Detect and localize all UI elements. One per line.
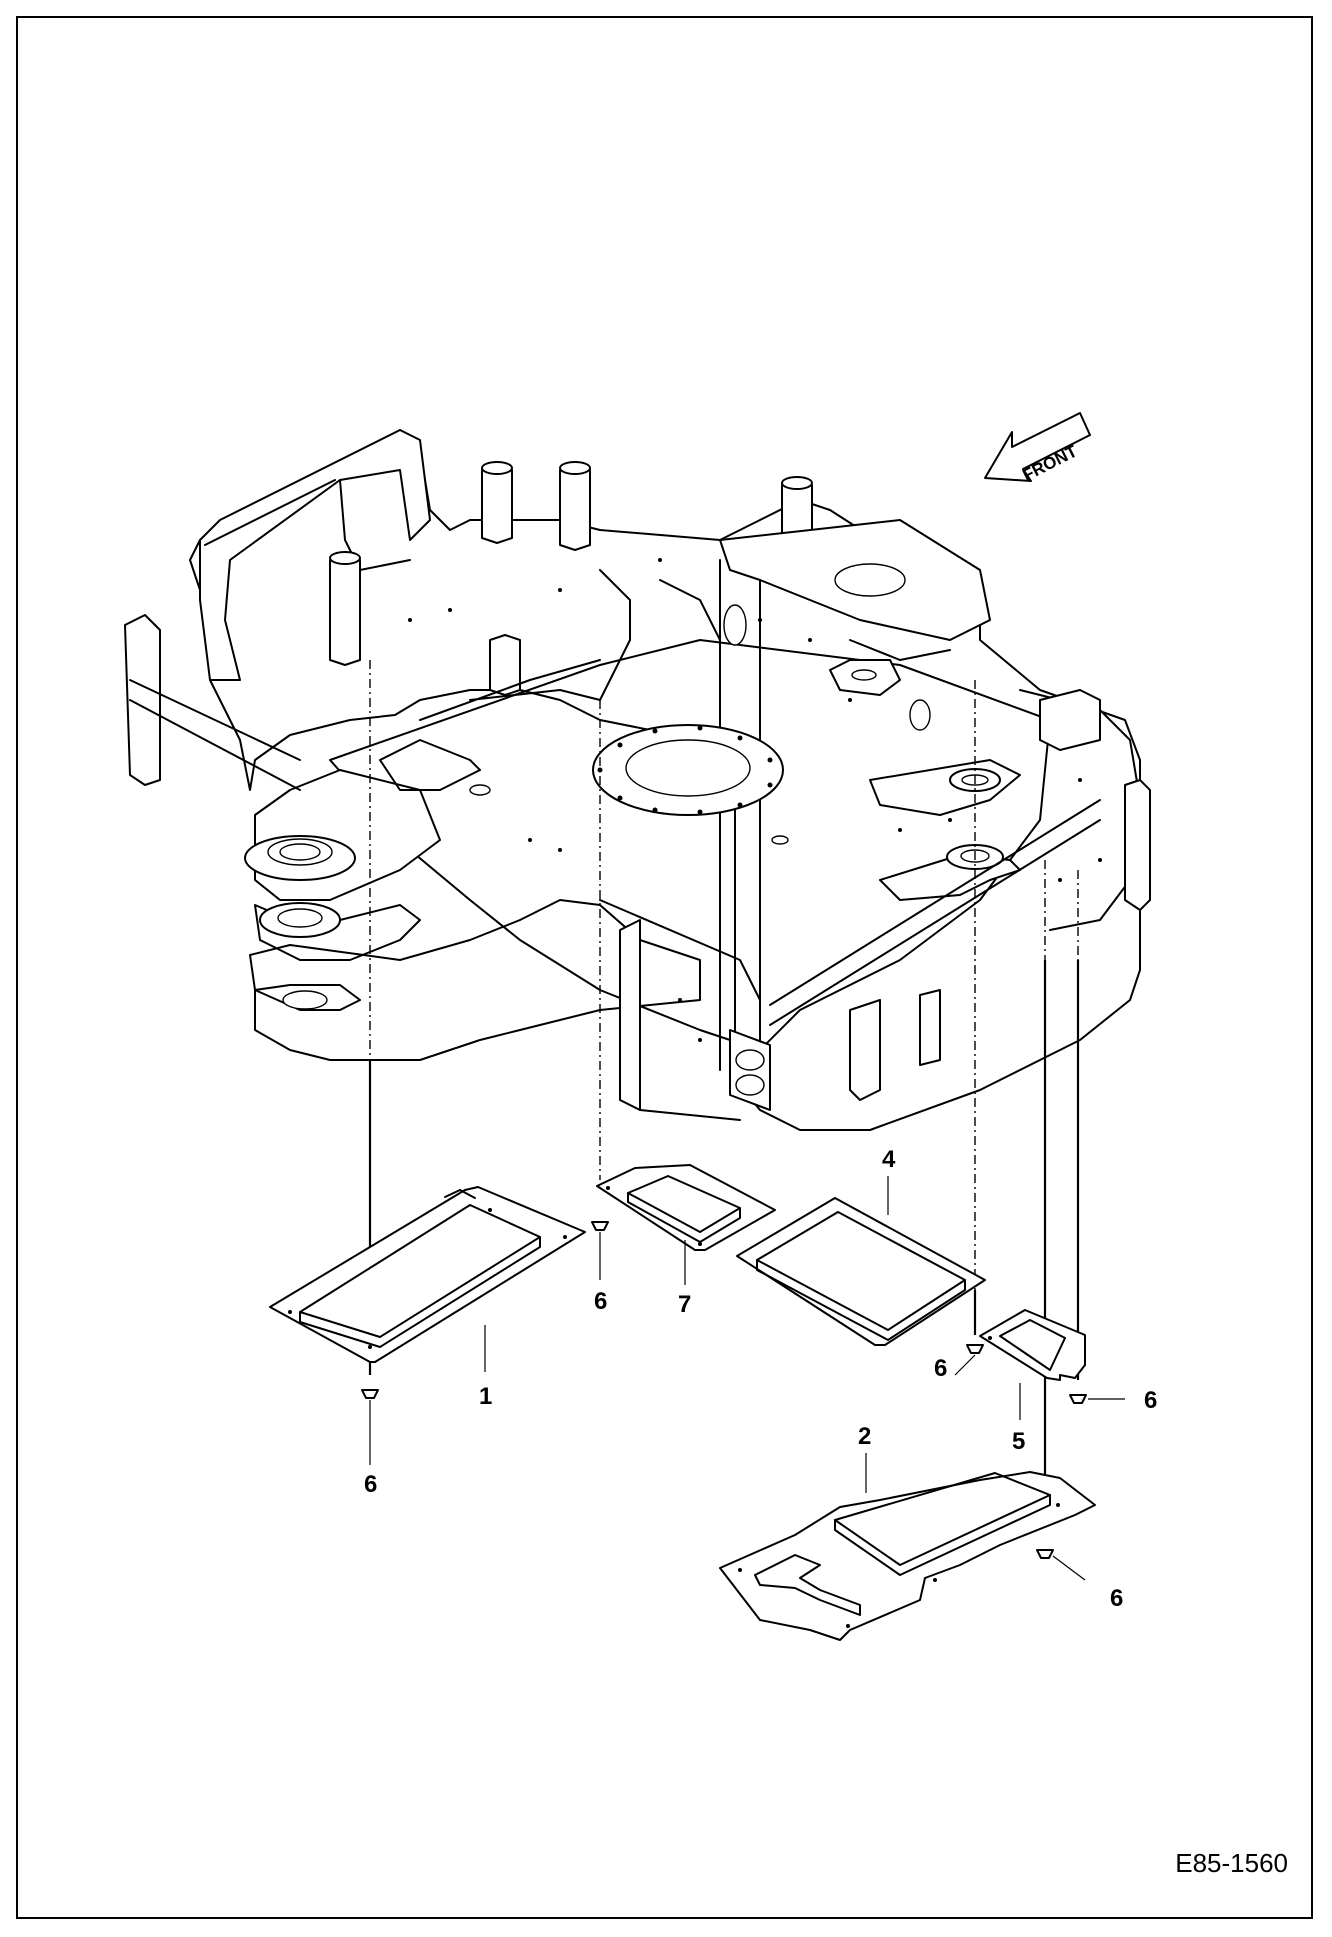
callout-6b: 6	[594, 1288, 608, 1315]
callout-2: 2	[858, 1423, 872, 1450]
cover-plate-2	[719, 1471, 1096, 1641]
callout-6d: 6	[1144, 1387, 1158, 1414]
leader-lines	[369, 1176, 1125, 1581]
frame-holes	[408, 558, 1102, 1042]
bolts-6	[361, 1221, 1087, 1559]
cover-plate-1	[269, 1186, 586, 1363]
figure-code: E85-1560	[1175, 1848, 1288, 1878]
frame-posts	[329, 461, 813, 696]
alignment-lines	[368, 660, 1080, 1515]
callout-1: 1	[479, 1383, 493, 1410]
callout-4: 4	[882, 1146, 896, 1173]
cover-plate-7	[596, 1164, 776, 1251]
cover-plate-4	[736, 1197, 986, 1346]
front-direction-arrow: FRONT	[984, 412, 1091, 485]
callout-6c: 6	[934, 1355, 948, 1382]
callout-6e: 6	[1110, 1585, 1124, 1612]
drawing-frame	[16, 16, 1313, 1919]
callout-5: 5	[1012, 1428, 1026, 1455]
callout-6a: 6	[364, 1471, 378, 1498]
upper-frame-chassis	[124, 429, 1151, 1131]
cover-plate-5	[979, 1309, 1086, 1381]
callout-7: 7	[678, 1291, 692, 1318]
